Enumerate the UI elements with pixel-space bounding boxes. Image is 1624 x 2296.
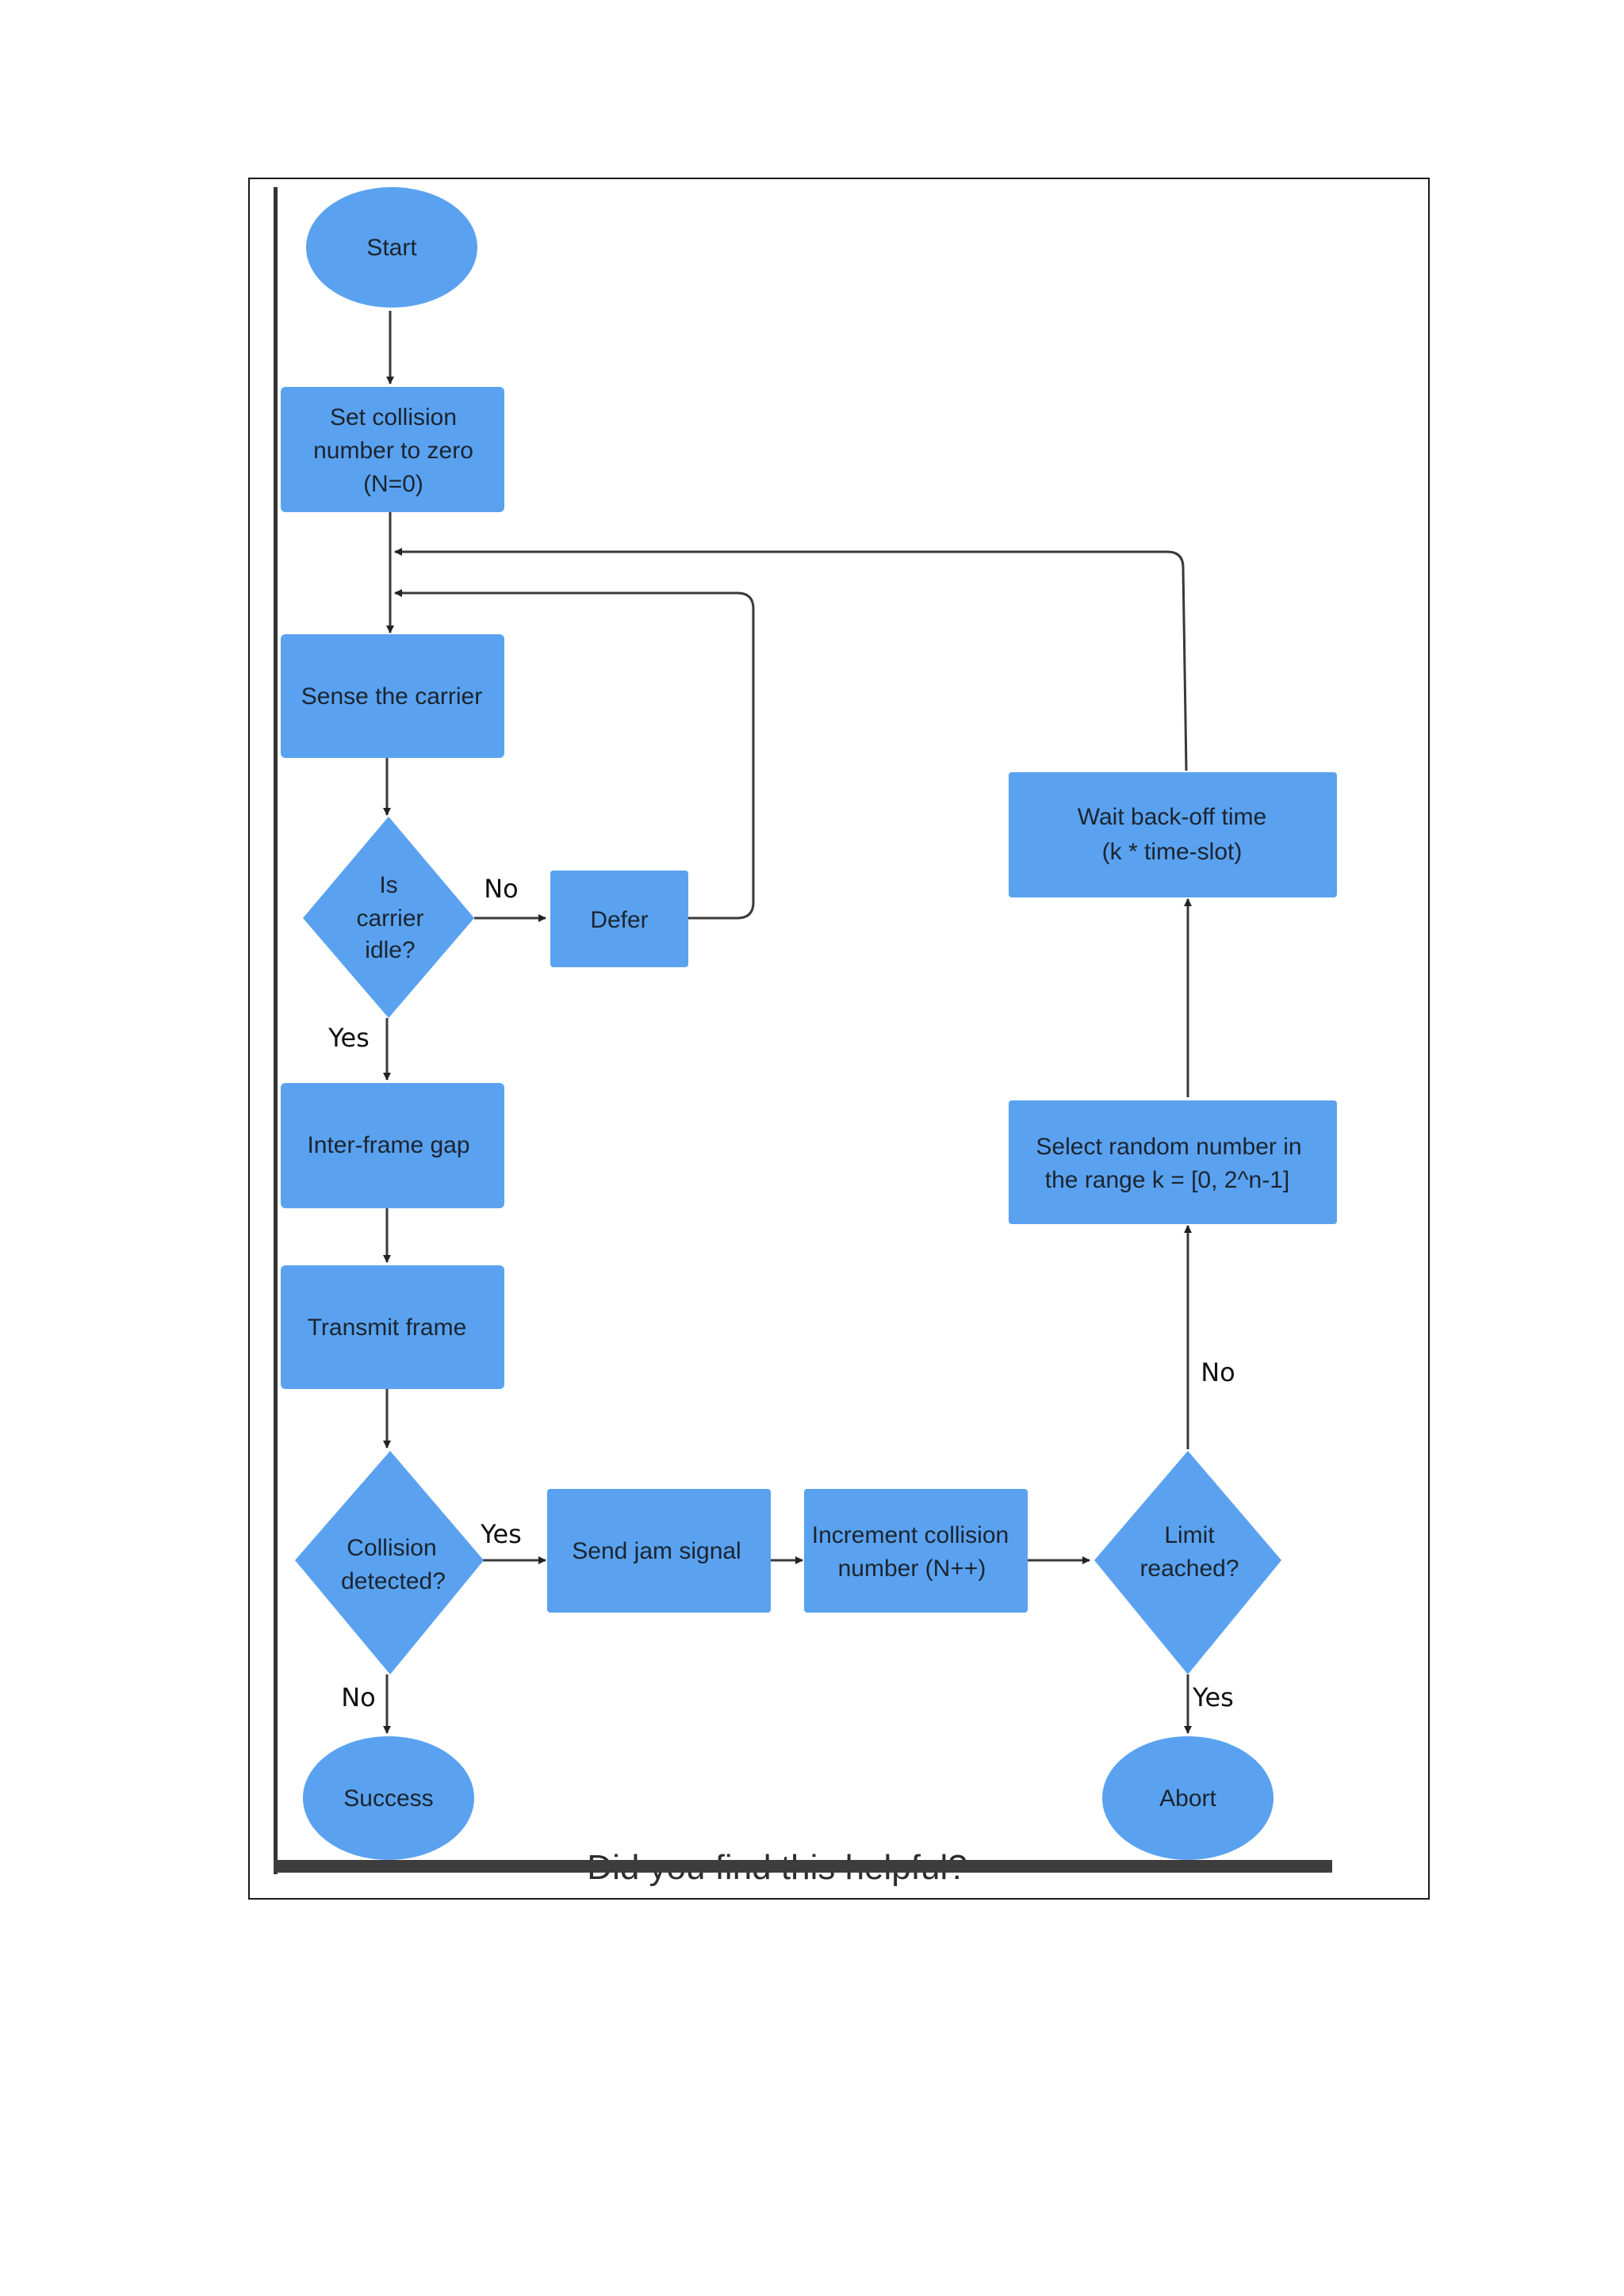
edge-labels: No Yes Yes No No Yes [327,874,1235,1712]
svg-text:Is: Is [379,872,397,898]
svg-text:(k * time-slot): (k * time-slot) [1102,839,1243,865]
svg-text:Increment collision: Increment collision [812,1522,1009,1548]
left-edge-bar [274,187,278,1874]
svg-text:Wait back-off time: Wait back-off time [1078,804,1266,830]
label-collision-no: No [341,1682,376,1712]
svg-text:Set collision: Set collision [330,404,457,430]
node-sense-carrier: Sense the carrier [281,634,504,758]
svg-text:number (N++): number (N++) [838,1556,986,1582]
svg-text:Abort: Abort [1159,1785,1216,1812]
svg-text:Defer: Defer [590,907,648,933]
svg-text:Transmit frame: Transmit frame [308,1314,467,1341]
node-collision-detected: Collision detected? [295,1451,484,1674]
label-limit-yes: Yes [1192,1682,1234,1712]
node-limit-reached: Limit reached? [1094,1451,1281,1674]
node-start: Start [306,187,477,308]
edge-wait-loop [394,548,1188,771]
edge-defer-loop [394,589,755,920]
svg-text:idle?: idle? [365,937,415,963]
svg-text:Sense the carrier: Sense the carrier [301,683,482,710]
label-collision-yes: Yes [480,1519,522,1549]
svg-text:carrier: carrier [356,905,423,932]
node-set-collision: Set collision number to zero (N=0) [281,387,504,512]
svg-text:Inter-frame gap: Inter-frame gap [307,1132,469,1158]
node-increment-collision: Increment collision number (N++) [804,1489,1028,1613]
node-success: Success [303,1736,474,1860]
svg-text:detected?: detected? [341,1568,446,1594]
svg-text:(N=0): (N=0) [363,471,423,497]
svg-text:Start: Start [366,235,417,261]
node-abort: Abort [1102,1736,1274,1860]
node-select-random: Select random number in the range k = [0… [1009,1100,1337,1224]
svg-text:number to zero: number to zero [313,438,473,464]
svg-text:Limit: Limit [1164,1522,1215,1548]
node-defer: Defer [550,871,688,967]
node-send-jam: Send jam signal [547,1489,771,1613]
svg-text:reached?: reached? [1139,1556,1239,1582]
node-is-carrier-idle: Is carrier idle? [303,817,474,1018]
connectors [383,311,1192,1734]
node-wait-backoff: Wait back-off time (k * time-slot) [1009,772,1337,897]
label-limit-no: No [1201,1357,1235,1387]
bottom-cutoff-bar [274,1860,1332,1873]
label-idle-no: No [484,874,519,904]
svg-text:Send jam signal: Send jam signal [572,1538,741,1564]
svg-text:Select random number in: Select random number in [1036,1134,1301,1160]
node-transmit-frame: Transmit frame [281,1265,504,1389]
label-idle-yes: Yes [327,1023,370,1053]
svg-text:Success: Success [343,1785,433,1812]
svg-text:the range k = [0, 2^n-1]: the range k = [0, 2^n-1] [1045,1167,1289,1193]
node-inter-frame-gap: Inter-frame gap [281,1083,504,1208]
svg-text:Collision: Collision [347,1535,436,1561]
